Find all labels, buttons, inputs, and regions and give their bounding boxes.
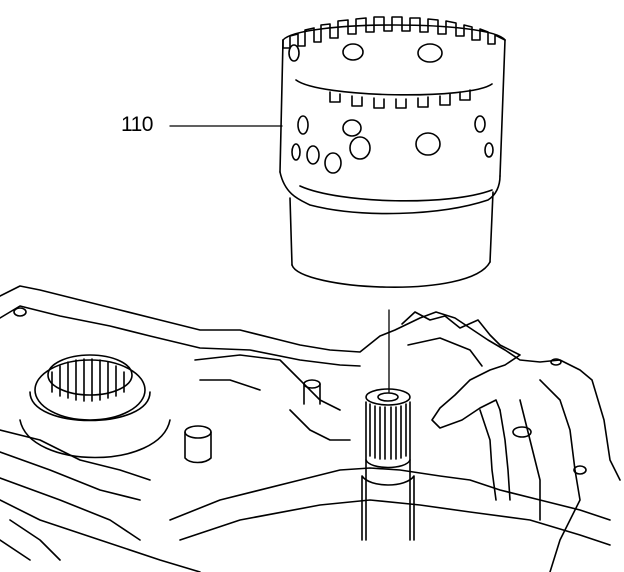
- case-outer-edge: [0, 285, 621, 481]
- drum-hole: [306, 145, 320, 165]
- output-shaft-top: [365, 388, 411, 406]
- boss: [573, 465, 587, 475]
- detent-lever: [401, 311, 521, 429]
- drum-lower-left: [289, 197, 293, 266]
- boss-side: [184, 431, 212, 464]
- drum-top-rim: [282, 24, 506, 41]
- drum-hole: [297, 115, 309, 135]
- drum-lower-right: [489, 191, 494, 263]
- drum-hole: [342, 43, 364, 61]
- boss: [13, 307, 27, 317]
- bearing-rollers: [51, 358, 125, 402]
- boss: [512, 426, 532, 438]
- bearing-housing: [19, 391, 171, 459]
- drum-hole: [324, 152, 342, 174]
- case-lower-rim: [0, 499, 201, 572]
- manual-shaft-links: [479, 409, 511, 501]
- boss: [550, 358, 562, 366]
- bearing-race-inner: [47, 354, 133, 396]
- drum-left-wall: [279, 39, 284, 173]
- pan-rail: [169, 467, 611, 521]
- output-shaft-body: [365, 401, 411, 541]
- output-shaft-collar: [361, 459, 415, 541]
- center-web: [194, 354, 351, 441]
- transmission-case: [0, 285, 621, 572]
- case-inner-edge: [0, 305, 361, 367]
- detent-lever-inner: [407, 337, 483, 367]
- callout-label-110: 110: [121, 113, 153, 136]
- drum-hole: [342, 119, 362, 137]
- drum-hole: [415, 132, 441, 156]
- output-shaft-bore: [377, 392, 399, 402]
- case-ribs-left: [0, 429, 151, 561]
- drum-hole: [291, 143, 301, 161]
- pan-rail-inner: [179, 499, 611, 546]
- clutch-housing-drum: [279, 16, 506, 288]
- drum-shoulder: [279, 171, 501, 215]
- boss: [184, 425, 212, 439]
- drum-hole: [349, 136, 371, 160]
- drum-hole: [288, 44, 300, 62]
- drum-hole: [484, 142, 494, 158]
- drum-right-wall: [499, 39, 506, 177]
- output-shaft-splines: [369, 403, 407, 460]
- drum-inner-lip: [295, 79, 493, 96]
- drum-bottom: [291, 261, 491, 288]
- drum-inner-teeth: [329, 89, 471, 109]
- drum-hole: [417, 43, 443, 63]
- drum-rim-teeth: [282, 16, 506, 49]
- drum-shoulder-inner: [299, 185, 493, 202]
- drum-hole: [474, 115, 486, 133]
- right-case-wall: [519, 379, 581, 572]
